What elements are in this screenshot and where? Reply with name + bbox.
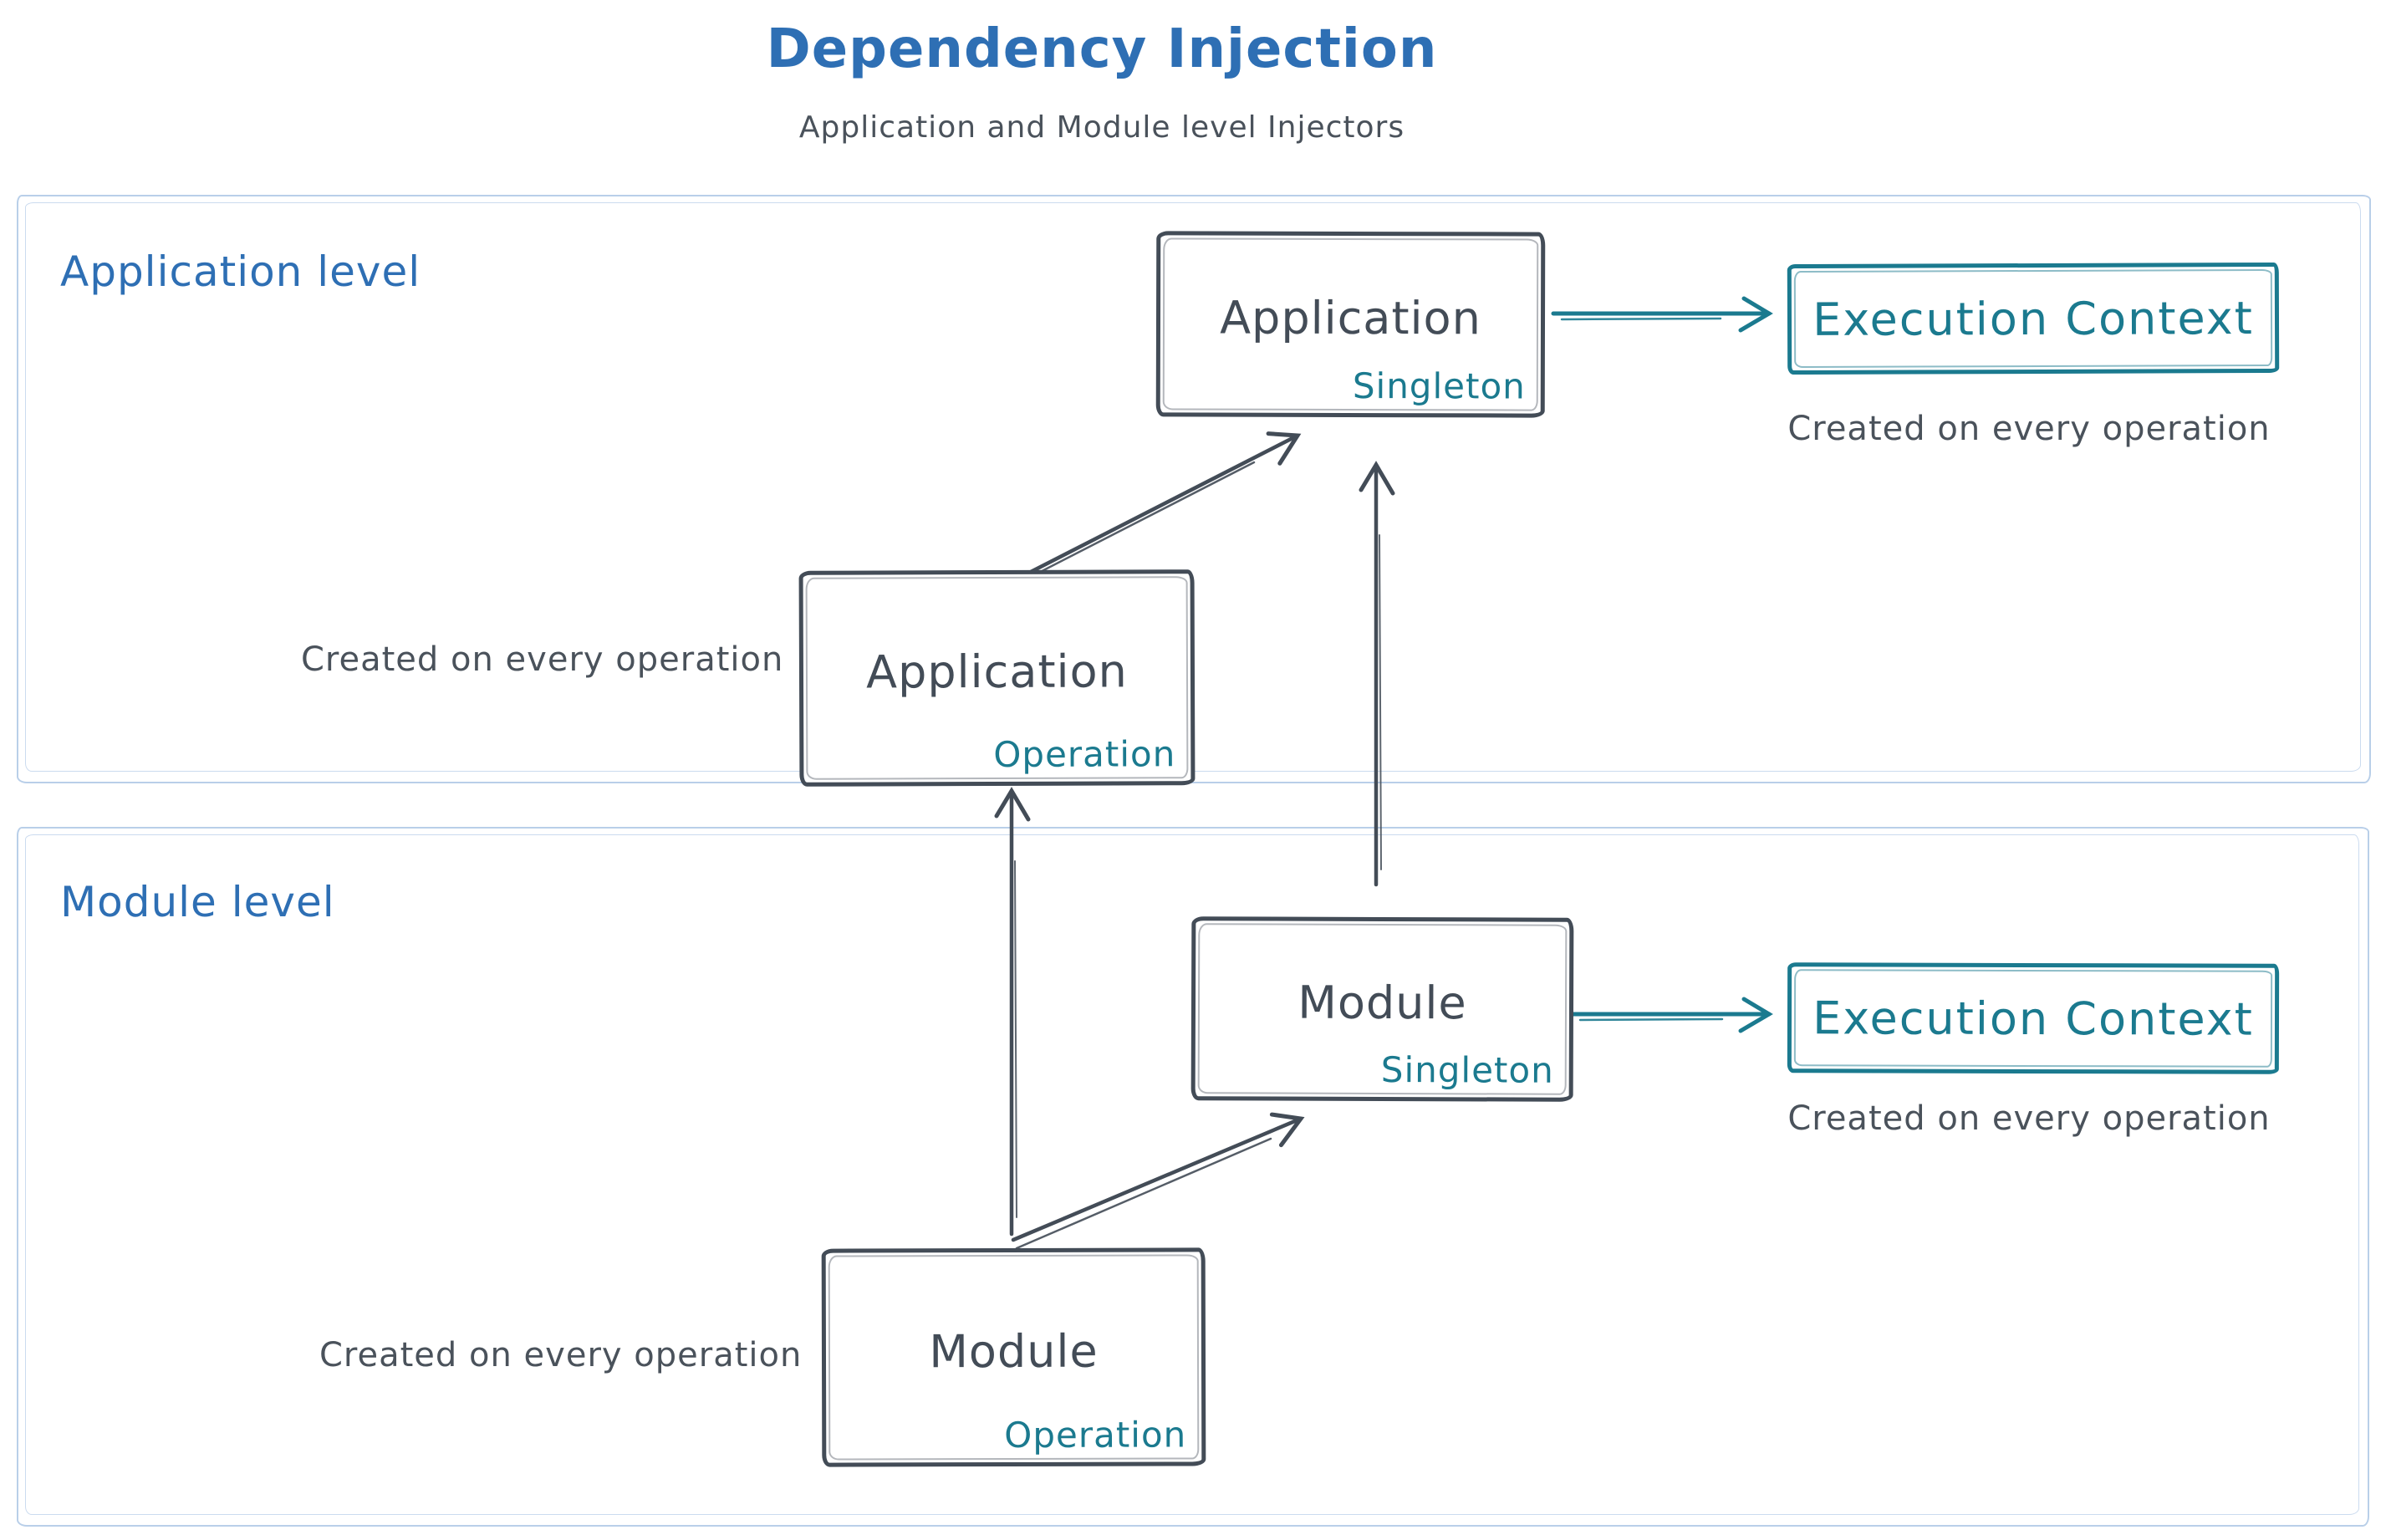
application-level-label: Application level xyxy=(60,247,421,296)
app-operation-tag: Operation xyxy=(993,733,1176,776)
module-operation-caption: Created on every operation xyxy=(319,1336,803,1374)
app-execution-context-label: Execution Context xyxy=(1812,291,2254,346)
module-level-label: Module level xyxy=(60,878,335,926)
app-operation-caption: Created on every operation xyxy=(301,640,784,679)
module-execution-context-box: Execution Context xyxy=(1787,962,2280,1074)
app-singleton-tag: Singleton xyxy=(1352,365,1526,407)
page-title: Dependency Injection xyxy=(766,18,1438,80)
app-operation-box: Application Operation xyxy=(798,569,1196,787)
module-singleton-box: Module Singleton xyxy=(1190,916,1574,1102)
page-subtitle: Application and Module level Injectors xyxy=(798,110,1405,145)
module-singleton-tag: Singleton xyxy=(1380,1048,1554,1091)
app-execution-context-caption: Created on every operation xyxy=(1787,410,2271,448)
app-singleton-box: Application Singleton xyxy=(1155,231,1546,418)
module-execution-context-caption: Created on every operation xyxy=(1787,1099,2271,1138)
app-singleton-title: Application xyxy=(1220,291,1481,345)
module-operation-box: Module Operation xyxy=(821,1247,1206,1467)
module-singleton-title: Module xyxy=(1298,976,1467,1030)
module-operation-title: Module xyxy=(929,1324,1099,1378)
module-level-section xyxy=(17,827,2369,1527)
module-execution-context-label: Execution Context xyxy=(1812,991,2254,1046)
app-operation-title: Application xyxy=(865,645,1128,699)
app-execution-context-box: Execution Context xyxy=(1787,262,2280,375)
module-operation-tag: Operation xyxy=(1004,1414,1187,1456)
